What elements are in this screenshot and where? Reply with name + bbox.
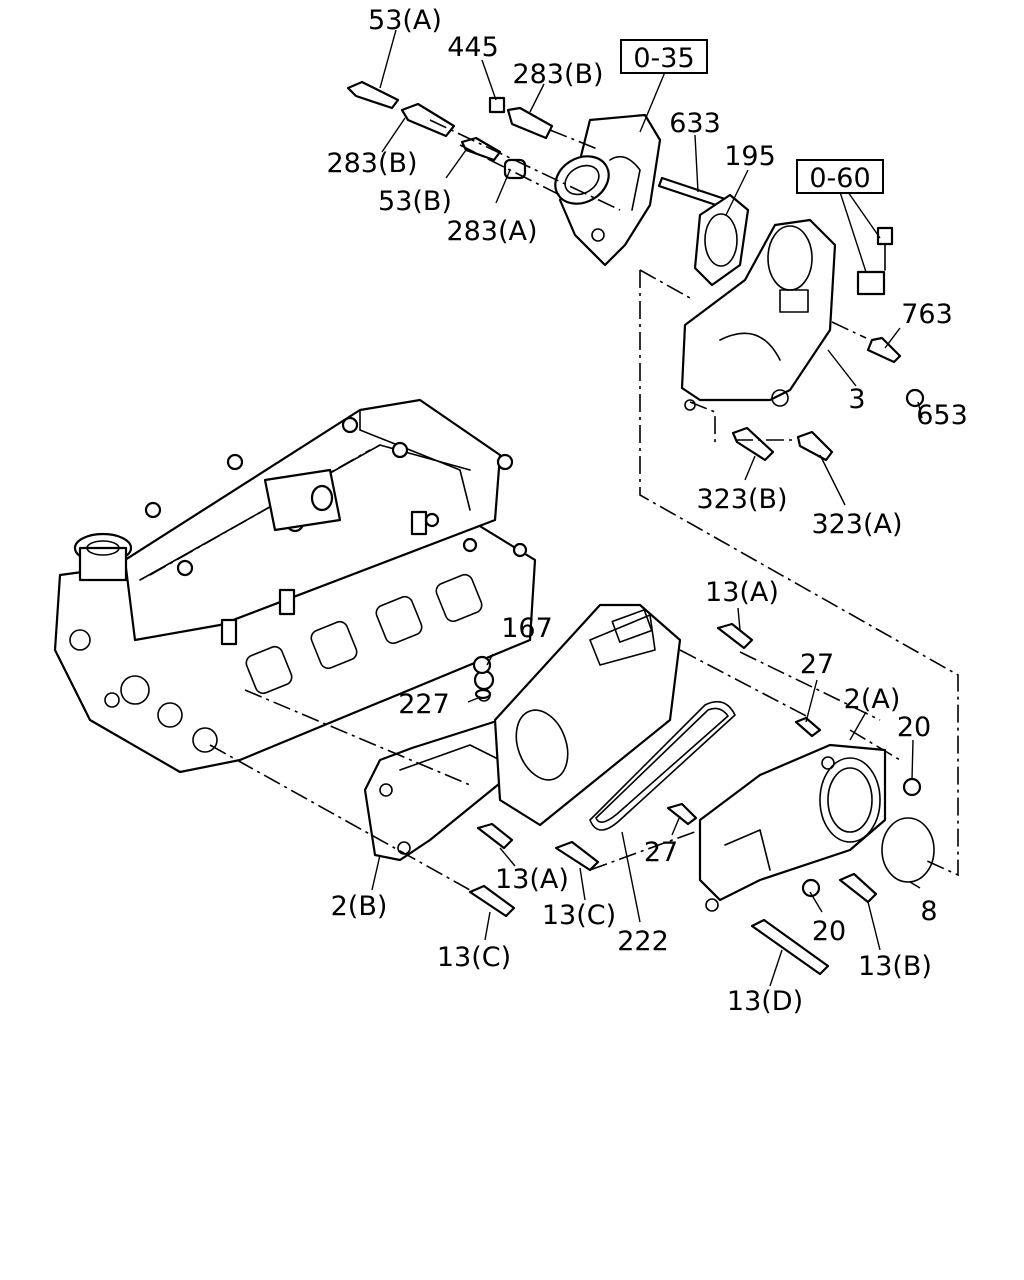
callout-13c-mid[interactable]: 13(C) xyxy=(542,900,616,931)
callout-20-low[interactable]: 20 xyxy=(812,916,846,947)
egr-cooler-housing xyxy=(473,603,682,827)
callout-27-mid[interactable]: 27 xyxy=(644,837,678,868)
callout-13c-low[interactable]: 13(C) xyxy=(437,942,511,973)
svg-text:0-60: 0-60 xyxy=(809,163,870,194)
callout-195[interactable]: 195 xyxy=(724,141,776,172)
callout-323b[interactable]: 323(B) xyxy=(696,484,787,515)
water-outlet-pipe-3 xyxy=(680,218,837,411)
gasket-195 xyxy=(693,193,750,287)
callout-763[interactable]: 763 xyxy=(901,299,953,330)
callout-167[interactable]: 167 xyxy=(501,613,553,644)
callout-653[interactable]: 653 xyxy=(916,400,968,431)
reference-0-60[interactable]: 0-60 xyxy=(796,159,884,194)
cylinder-head-assembly xyxy=(53,398,537,774)
callout-13b[interactable]: 13(B) xyxy=(858,951,932,982)
svg-text:0-35: 0-35 xyxy=(633,43,694,74)
callout-27-top[interactable]: 27 xyxy=(800,649,834,680)
leader-lines xyxy=(371,29,923,987)
callout-283a[interactable]: 283(A) xyxy=(446,216,537,247)
callout-3[interactable]: 3 xyxy=(848,384,865,415)
reference-0-35[interactable]: 0-35 xyxy=(620,39,708,74)
callout-633[interactable]: 633 xyxy=(669,108,721,139)
callout-labels: 53(A) 445 283(B) 283(B) 53(B) 283(A) 633… xyxy=(326,5,967,1017)
callout-227[interactable]: 227 xyxy=(398,689,450,720)
callout-222[interactable]: 222 xyxy=(617,926,669,957)
callout-2b[interactable]: 2(B) xyxy=(331,891,388,922)
assembly-center-lines xyxy=(209,119,959,891)
temperature-sensor xyxy=(856,226,894,296)
gasket-222 xyxy=(589,700,736,831)
callout-283b-top[interactable]: 283(B) xyxy=(512,59,603,90)
thermostat-housing xyxy=(554,113,662,267)
callout-13a-top[interactable]: 13(A) xyxy=(705,577,779,608)
callout-53a[interactable]: 53(A) xyxy=(368,5,442,36)
callout-20-top[interactable]: 20 xyxy=(897,712,931,743)
lower-fasteners xyxy=(468,622,922,976)
callout-13a-low[interactable]: 13(A) xyxy=(495,864,569,895)
callout-2a[interactable]: 2(A) xyxy=(844,684,901,715)
o-ring-8 xyxy=(881,817,935,883)
upper-fasteners xyxy=(346,80,925,462)
callout-53b[interactable]: 53(B) xyxy=(378,186,452,217)
callout-445[interactable]: 445 xyxy=(447,32,499,63)
callout-283b-left[interactable]: 283(B) xyxy=(326,148,417,179)
callout-13d[interactable]: 13(D) xyxy=(727,986,803,1017)
callout-8[interactable]: 8 xyxy=(920,896,937,927)
throttle-body-2a xyxy=(698,743,887,912)
callout-323a[interactable]: 323(A) xyxy=(811,509,902,540)
